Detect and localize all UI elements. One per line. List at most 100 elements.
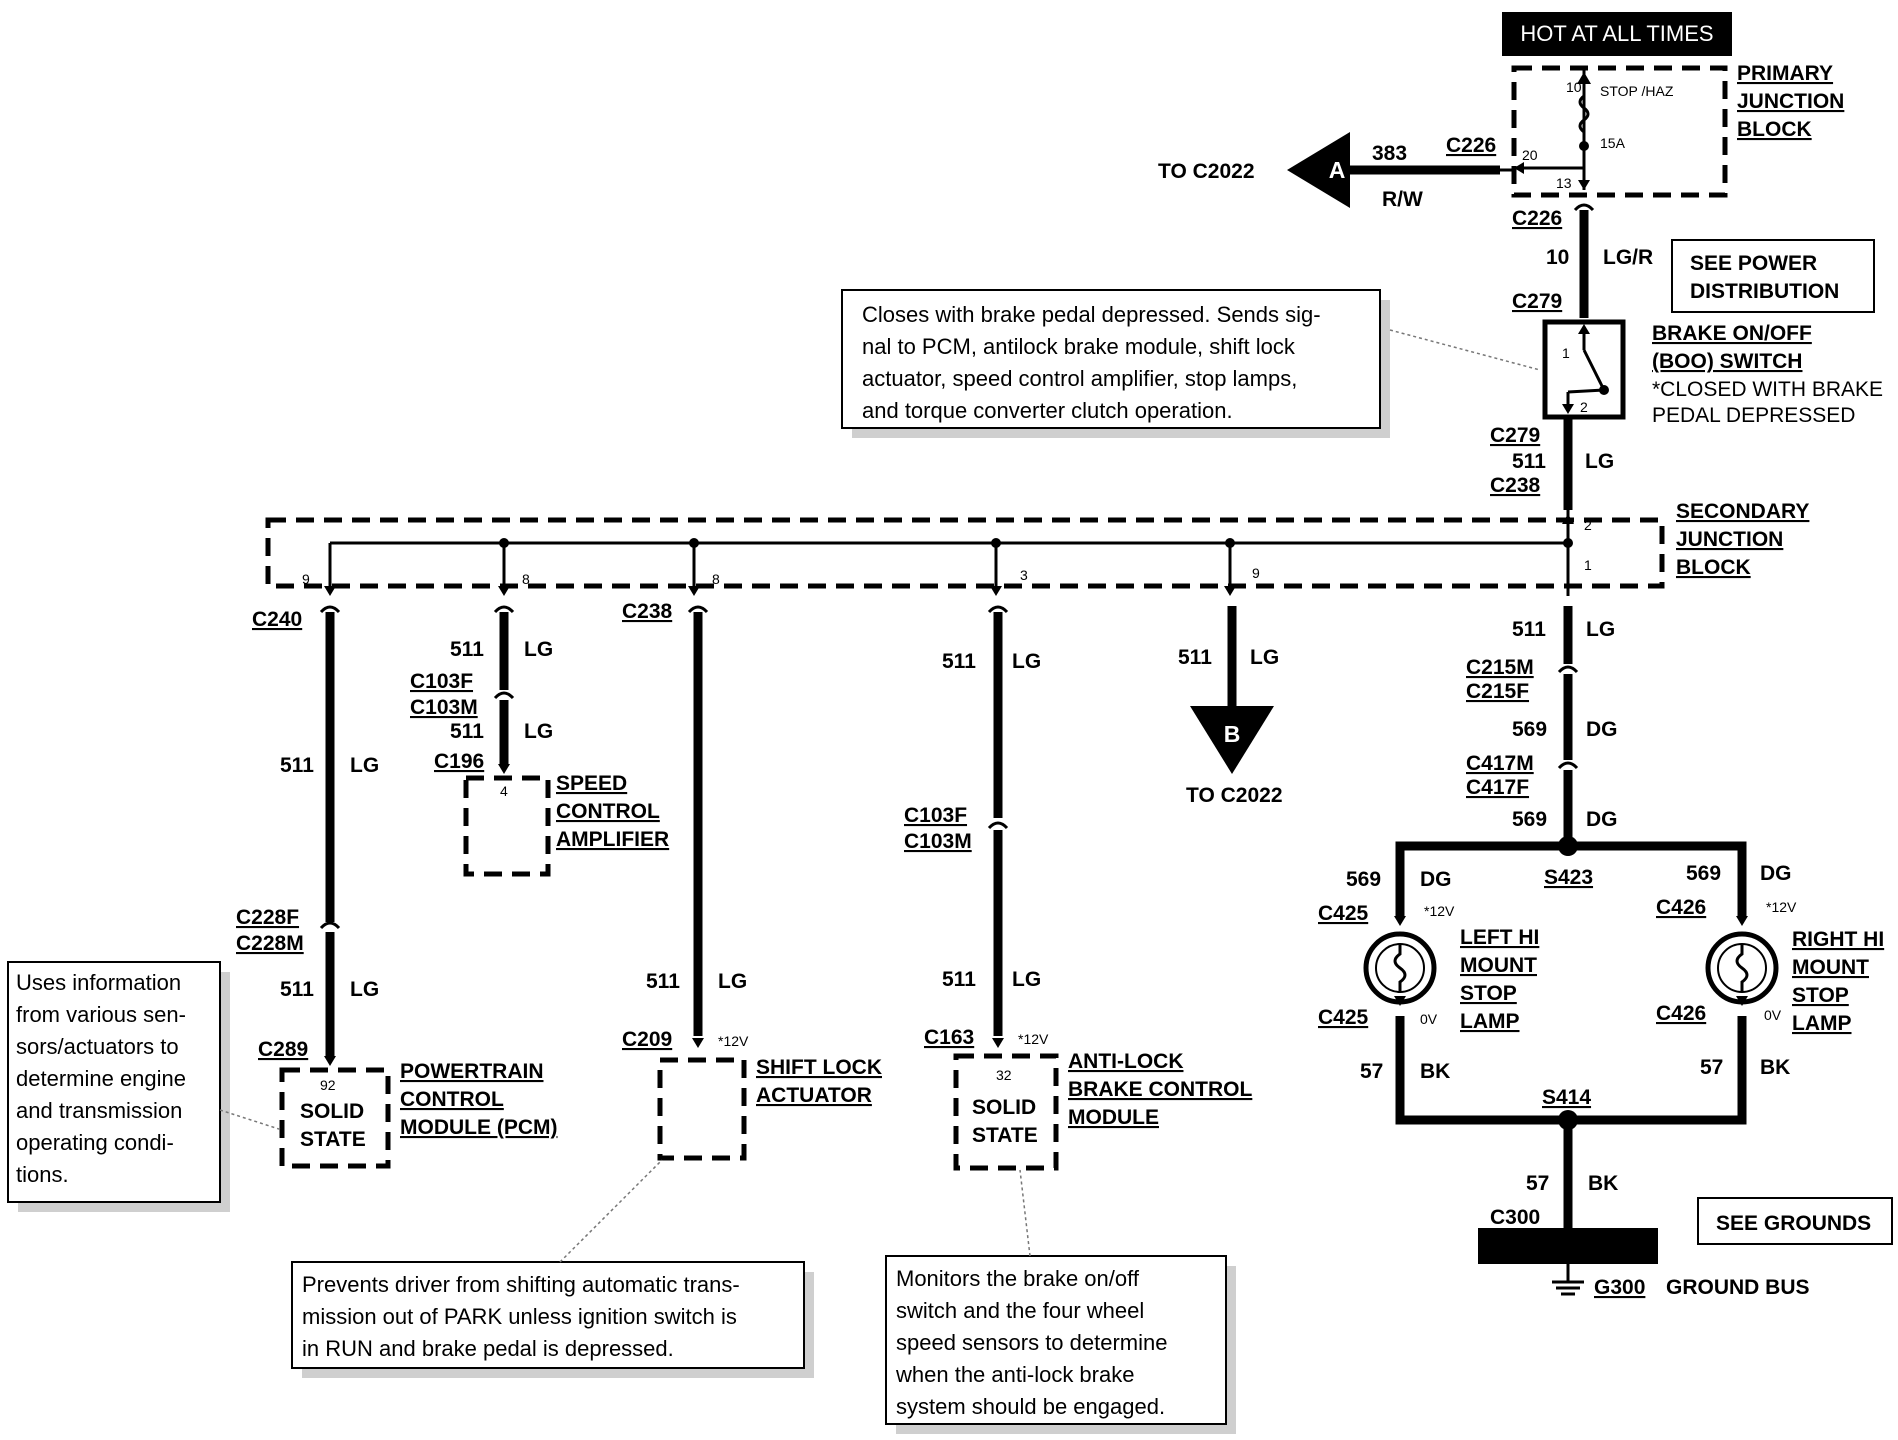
svg-text:13: 13 bbox=[1556, 175, 1572, 191]
svg-text:C228M: C228M bbox=[236, 932, 304, 955]
svg-text:*12V: *12V bbox=[718, 1033, 749, 1049]
stop-lamp-branch: 511 LG C215M C215F 569 DG C417M C417F 56… bbox=[1318, 606, 1884, 1299]
svg-text:C103F: C103F bbox=[904, 804, 967, 827]
svg-text:sors/actuators to: sors/actuators to bbox=[16, 1034, 179, 1059]
svg-text:57: 57 bbox=[1526, 1172, 1549, 1195]
svg-text:LG: LG bbox=[1586, 618, 1615, 641]
svg-text:8: 8 bbox=[712, 571, 720, 587]
svg-text:C238: C238 bbox=[1490, 474, 1541, 497]
svg-text:2: 2 bbox=[1580, 399, 1588, 415]
svg-text:system should be engaged.: system should be engaged. bbox=[896, 1394, 1165, 1419]
svg-text:LEFT HI: LEFT HI bbox=[1460, 926, 1539, 949]
svg-text:LG: LG bbox=[718, 970, 747, 993]
svg-text:511: 511 bbox=[450, 638, 484, 661]
svg-text:C226: C226 bbox=[1512, 207, 1562, 230]
pcm-note: Uses information from various sen- sors/… bbox=[7, 961, 283, 1212]
svg-text:in RUN and brake pedal is depr: in RUN and brake pedal is depressed. bbox=[302, 1336, 674, 1361]
svg-text:C289: C289 bbox=[258, 1038, 308, 1061]
svg-text:LAMP: LAMP bbox=[1792, 1012, 1852, 1035]
svg-text:C196: C196 bbox=[434, 750, 484, 773]
svg-text:CONTROL: CONTROL bbox=[400, 1088, 504, 1111]
svg-text:PRIMARY: PRIMARY bbox=[1737, 62, 1833, 85]
svg-text:mission out of PARK unless ign: mission out of PARK unless ignition swit… bbox=[302, 1304, 737, 1329]
svg-text:CONTROL: CONTROL bbox=[556, 800, 660, 823]
svg-text:STOP: STOP bbox=[1792, 984, 1849, 1007]
svg-text:actuator, speed control amplif: actuator, speed control amplifier, stop … bbox=[862, 366, 1297, 391]
svg-text:C226: C226 bbox=[1446, 134, 1496, 157]
svg-text:511: 511 bbox=[942, 650, 976, 673]
svg-text:BRAKE ON/OFF: BRAKE ON/OFF bbox=[1652, 322, 1812, 345]
svg-text:569: 569 bbox=[1512, 808, 1547, 831]
svg-text:2: 2 bbox=[1584, 517, 1592, 533]
svg-text:S414: S414 bbox=[1542, 1086, 1591, 1109]
svg-text:BRAKE CONTROL: BRAKE CONTROL bbox=[1068, 1078, 1252, 1101]
see-grounds-box: SEE GROUNDS bbox=[1697, 1197, 1893, 1245]
svg-text:LG: LG bbox=[1012, 968, 1041, 991]
svg-text:10: 10 bbox=[1566, 79, 1582, 95]
svg-text:B: B bbox=[1224, 721, 1241, 747]
svg-text:C426: C426 bbox=[1656, 896, 1706, 919]
svg-text:C238: C238 bbox=[622, 600, 673, 623]
shift-lock-note: Prevents driver from shifting automatic … bbox=[291, 1159, 814, 1378]
svg-text:511: 511 bbox=[1512, 618, 1546, 641]
svg-text:LG: LG bbox=[524, 720, 553, 743]
svg-text:DG: DG bbox=[1420, 868, 1452, 891]
abs-branch: 3 511 LG C103F C103M 511 LG C163 *12V 32… bbox=[904, 538, 1252, 1171]
svg-text:MOUNT: MOUNT bbox=[1460, 954, 1537, 977]
svg-text:PEDAL DEPRESSED: PEDAL DEPRESSED bbox=[1652, 404, 1855, 427]
svg-text:operating condi-: operating condi- bbox=[16, 1130, 174, 1155]
svg-text:C103F: C103F bbox=[410, 670, 473, 693]
connector-a-arrow: A TO C2022 383 R/W C226 bbox=[1158, 132, 1514, 211]
feed-wire: C226 10 LG/R C279 bbox=[1512, 203, 1653, 318]
svg-text:C103M: C103M bbox=[904, 830, 972, 853]
svg-text:C163: C163 bbox=[924, 1026, 974, 1049]
svg-text:C417M: C417M bbox=[1466, 752, 1534, 775]
svg-text:TO C2022: TO C2022 bbox=[1186, 784, 1283, 807]
svg-text:TO C2022: TO C2022 bbox=[1158, 160, 1255, 183]
svg-text:*12V: *12V bbox=[1018, 1031, 1049, 1047]
svg-text:569: 569 bbox=[1512, 718, 1547, 741]
svg-text:BK: BK bbox=[1760, 1056, 1790, 1079]
svg-text:LG: LG bbox=[1250, 646, 1279, 669]
svg-text:tions.: tions. bbox=[16, 1162, 69, 1187]
svg-text:nal to PCM, antilock brake mod: nal to PCM, antilock brake module, shift… bbox=[862, 334, 1296, 359]
svg-text:HOT AT ALL TIMES: HOT AT ALL TIMES bbox=[1520, 21, 1713, 46]
svg-text:569: 569 bbox=[1686, 862, 1721, 885]
svg-text:C103M: C103M bbox=[410, 696, 478, 719]
svg-text:and transmission: and transmission bbox=[16, 1098, 182, 1123]
svg-text:determine engine: determine engine bbox=[16, 1066, 186, 1091]
connector-b-branch: 9 511 LG B TO C2022 bbox=[1178, 538, 1283, 807]
svg-text:SOLID: SOLID bbox=[300, 1100, 364, 1123]
svg-text:9: 9 bbox=[302, 571, 310, 587]
svg-text:C240: C240 bbox=[252, 608, 302, 631]
svg-text:92: 92 bbox=[320, 1077, 336, 1093]
svg-text:*CLOSED WITH BRAKE: *CLOSED WITH BRAKE bbox=[1652, 378, 1883, 401]
svg-text:SHIFT LOCK: SHIFT LOCK bbox=[756, 1056, 882, 1079]
svg-text:383: 383 bbox=[1372, 142, 1407, 165]
svg-text:569: 569 bbox=[1346, 868, 1381, 891]
svg-text:BLOCK: BLOCK bbox=[1737, 118, 1812, 141]
svg-text:JUNCTION: JUNCTION bbox=[1676, 528, 1783, 551]
svg-text:*12V: *12V bbox=[1766, 899, 1797, 915]
svg-text:C417F: C417F bbox=[1466, 776, 1529, 799]
svg-text:32: 32 bbox=[996, 1067, 1012, 1083]
svg-text:MOUNT: MOUNT bbox=[1792, 956, 1869, 979]
svg-text:511: 511 bbox=[280, 754, 314, 777]
svg-text:SEE POWER: SEE POWER bbox=[1690, 252, 1817, 275]
svg-text:C279: C279 bbox=[1490, 424, 1540, 447]
svg-text:when the anti-lock brake: when the anti-lock brake bbox=[895, 1362, 1134, 1387]
see-power-distribution-box: SEE POWER DISTRIBUTION bbox=[1671, 239, 1875, 313]
svg-text:ACTUATOR: ACTUATOR bbox=[756, 1084, 872, 1107]
svg-text:A: A bbox=[1329, 157, 1346, 183]
svg-text:SPEED: SPEED bbox=[556, 772, 627, 795]
svg-text:and torque converter clutch op: and torque converter clutch operation. bbox=[862, 398, 1233, 423]
hot-at-all-times-label: HOT AT ALL TIMES bbox=[1502, 12, 1732, 56]
svg-text:STATE: STATE bbox=[300, 1128, 366, 1151]
svg-text:C228F: C228F bbox=[236, 906, 299, 929]
svg-text:57: 57 bbox=[1700, 1056, 1723, 1079]
svg-text:C300: C300 bbox=[1490, 1206, 1540, 1229]
svg-text:ANTI-LOCK: ANTI-LOCK bbox=[1068, 1050, 1183, 1073]
svg-text:20: 20 bbox=[1522, 147, 1538, 163]
svg-text:STOP: STOP bbox=[1460, 982, 1517, 1005]
svg-text:511: 511 bbox=[450, 720, 484, 743]
